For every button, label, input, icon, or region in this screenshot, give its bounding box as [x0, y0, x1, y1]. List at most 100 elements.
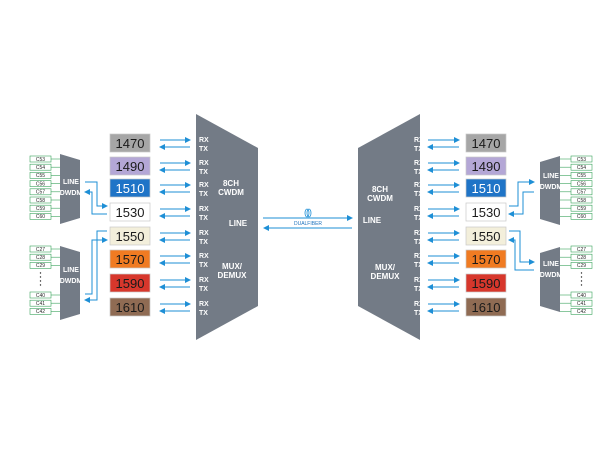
right-wavelength-label-1470: 1470 [472, 136, 501, 151]
right-dwdm-bottom-line-label: LINE [543, 261, 559, 268]
left-tx-label: TX [199, 286, 208, 293]
right-dwdm-ellipsis-dot [580, 276, 583, 278]
left-wavelength-box-1510 [109, 178, 151, 198]
left-dwdm-channel-C58: C58 [36, 198, 45, 204]
right-dwdm-channel-C27: C27 [577, 247, 586, 253]
left-wavelength-label-1570: 1570 [116, 252, 145, 267]
left-wavelength-label-1590: 1590 [116, 276, 145, 291]
right-wavelength-box-1470 [465, 133, 507, 153]
left-dwdm-channel-C42: C42 [36, 309, 45, 315]
left-dwdm-channel-C29: C29 [36, 263, 45, 269]
right-dwdm-ellipsis-dot [580, 272, 583, 274]
left-tx-label: TX [199, 215, 208, 222]
right-dwdm-channel-C28: C28 [577, 255, 586, 261]
right-dwdm-ellipsis-dot [580, 280, 583, 282]
right-mux-mux-label: MUX/ [375, 263, 396, 272]
right-wavelength-box-1570 [465, 249, 507, 269]
left-wavelength-box-1610 [109, 297, 151, 317]
right-dwdm-top [540, 156, 560, 225]
right-dwdm-channel-C55: C55 [577, 173, 586, 179]
right-mux-8ch-label: 8CH [372, 185, 388, 194]
right-wavelength-label-1490: 1490 [472, 159, 501, 174]
left-mux-cwdm-label: CWDM [218, 188, 244, 197]
left-dwdm-ellipsis-dot [39, 272, 42, 274]
right-rx-label: RX [414, 137, 424, 144]
left-cwdm-mux [196, 114, 258, 340]
right-tx-label: TX [414, 262, 423, 269]
right-wavelength-label-1570: 1570 [472, 252, 501, 267]
left-dwdm-ellipsis-dot [39, 284, 42, 286]
left-rx-label: RX [199, 230, 209, 237]
left-dwdm-bottom-from-1550 [84, 230, 107, 303]
right-dwdm-bottom-to-1550 [508, 237, 534, 271]
left-dwdm-channel-C27: C27 [36, 247, 45, 253]
right-dwdm-channel-C41: C41 [577, 301, 586, 307]
left-mux-demux-label: DEMUX [218, 271, 248, 280]
left-wavelength-box-1590 [109, 273, 151, 293]
right-rx-label: RX [414, 230, 424, 237]
right-rx-label: RX [414, 277, 424, 284]
right-tx-label: TX [414, 169, 423, 176]
right-rx-label: RX [414, 206, 424, 213]
right-wavelength-box-1590 [465, 273, 507, 293]
right-wavelength-box-1490 [465, 156, 507, 176]
left-dwdm-bottom-name-label: DWDM [60, 278, 83, 285]
right-wavelength-box-1550 [465, 226, 507, 246]
left-wavelength-box-1490 [109, 156, 151, 176]
right-tx-label: TX [414, 146, 423, 153]
left-dwdm-top-from-1530 [84, 189, 107, 215]
left-wavelength-label-1530: 1530 [116, 205, 145, 220]
left-tx-label: TX [199, 146, 208, 153]
right-dwdm-bottom [540, 247, 560, 312]
left-wavelength-label-1510: 1510 [116, 181, 145, 196]
right-dwdm-bottom-from-1550 [509, 230, 535, 265]
right-tx-label: TX [414, 286, 423, 293]
left-dwdm-bottom-to-1550 [85, 237, 108, 295]
left-mux-8ch-label: 8CH [223, 179, 239, 188]
left-dwdm-bottom [60, 246, 80, 320]
left-rx-label: RX [199, 301, 209, 308]
right-dwdm-channel-C54: C54 [577, 165, 586, 171]
right-wavelength-label-1590: 1590 [472, 276, 501, 291]
right-dwdm-channel-C60: C60 [577, 214, 586, 220]
left-dwdm-top-to-1530 [85, 181, 108, 209]
left-dwdm-bottom-line-label: LINE [63, 267, 79, 274]
left-dwdm-top-line-label: LINE [63, 179, 79, 186]
right-cwdm-mux [358, 114, 420, 340]
left-wavelength-box-1470 [109, 133, 151, 153]
right-tx-label: TX [414, 215, 423, 222]
right-mux-line-label: LINE [363, 216, 382, 225]
fiber-coil-icon [304, 208, 310, 218]
right-wavelength-label-1530: 1530 [472, 205, 501, 220]
right-dwdm-top-line-label: LINE [543, 173, 559, 180]
right-dwdm-channel-C40: C40 [577, 293, 586, 299]
right-dwdm-top-from-1530 [509, 179, 535, 207]
left-dwdm-channel-C53: C53 [36, 157, 45, 163]
right-dwdm-channel-C29: C29 [577, 263, 586, 269]
left-rx-label: RX [199, 253, 209, 260]
left-rx-label: RX [199, 206, 209, 213]
right-dwdm-channel-C58: C58 [577, 198, 586, 204]
right-tx-label: TX [414, 239, 423, 246]
left-tx-label: TX [199, 191, 208, 198]
right-wavelength-label-1510: 1510 [472, 181, 501, 196]
left-dwdm-ellipsis-dot [39, 276, 42, 278]
dual-fiber-label: DUALFIBER [294, 221, 322, 227]
left-wavelength-label-1610: 1610 [116, 300, 145, 315]
left-tx-label: TX [199, 262, 208, 269]
left-wavelength-box-1570 [109, 249, 151, 269]
right-dwdm-channel-C42: C42 [577, 309, 586, 315]
left-mux-mux-label: MUX/ [222, 262, 243, 271]
left-dwdm-channel-C56: C56 [36, 181, 45, 187]
right-rx-label: RX [414, 301, 424, 308]
left-tx-label: TX [199, 239, 208, 246]
right-mux-cwdm-label: CWDM [367, 194, 393, 203]
left-dwdm-top-name-label: DWDM [60, 190, 83, 197]
right-dwdm-top-to-1530 [508, 191, 534, 217]
left-dwdm-ellipsis-dot [39, 280, 42, 282]
right-wavelength-box-1610 [465, 297, 507, 317]
left-mux-line-label: LINE [229, 219, 248, 228]
left-dwdm-channel-C57: C57 [36, 190, 45, 196]
